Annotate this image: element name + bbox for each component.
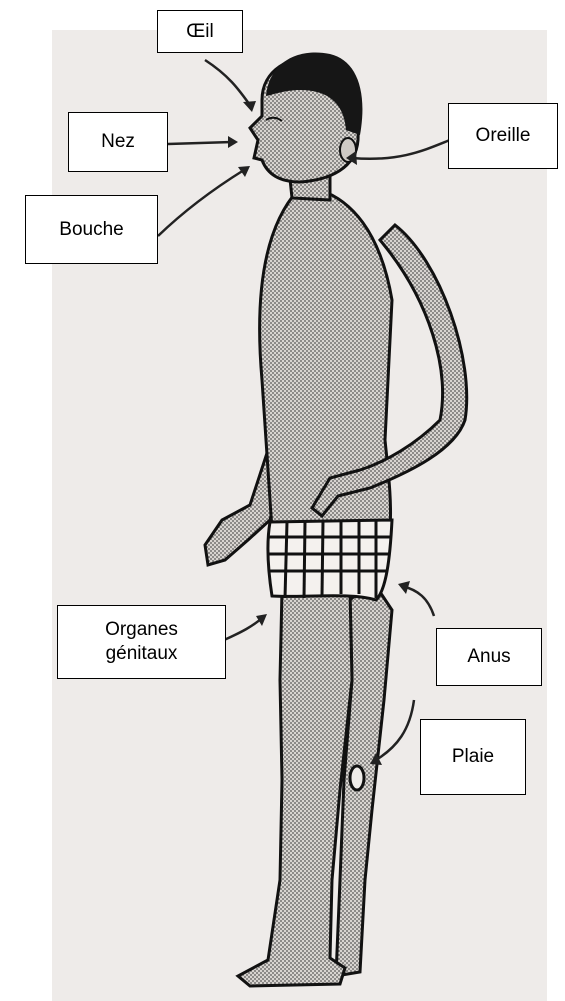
label-oeil-text: Œil bbox=[186, 20, 213, 44]
label-bouche-text: Bouche bbox=[59, 218, 123, 242]
label-organes-genitaux-text: Organes génitaux bbox=[105, 618, 178, 666]
label-nez: Nez bbox=[68, 112, 168, 172]
underwear bbox=[268, 520, 392, 600]
arrow-nez bbox=[168, 142, 232, 144]
arrow-organes bbox=[224, 618, 262, 640]
label-oreille: Oreille bbox=[448, 103, 558, 169]
wound-shape bbox=[350, 766, 364, 790]
front-leg bbox=[238, 590, 352, 986]
arrow-oeil bbox=[205, 60, 252, 108]
arrow-oreille bbox=[352, 140, 450, 159]
label-plaie-text: Plaie bbox=[452, 745, 494, 769]
label-anus: Anus bbox=[436, 628, 542, 686]
label-organes-genitaux: Organes génitaux bbox=[57, 605, 226, 679]
label-nez-text: Nez bbox=[101, 130, 135, 154]
arrow-bouche bbox=[158, 170, 244, 236]
label-oeil: Œil bbox=[157, 10, 243, 53]
label-bouche: Bouche bbox=[25, 195, 158, 264]
label-plaie: Plaie bbox=[420, 719, 526, 795]
label-anus-text: Anus bbox=[467, 645, 510, 669]
label-oreille-text: Oreille bbox=[476, 124, 531, 148]
back-arm bbox=[205, 450, 275, 565]
